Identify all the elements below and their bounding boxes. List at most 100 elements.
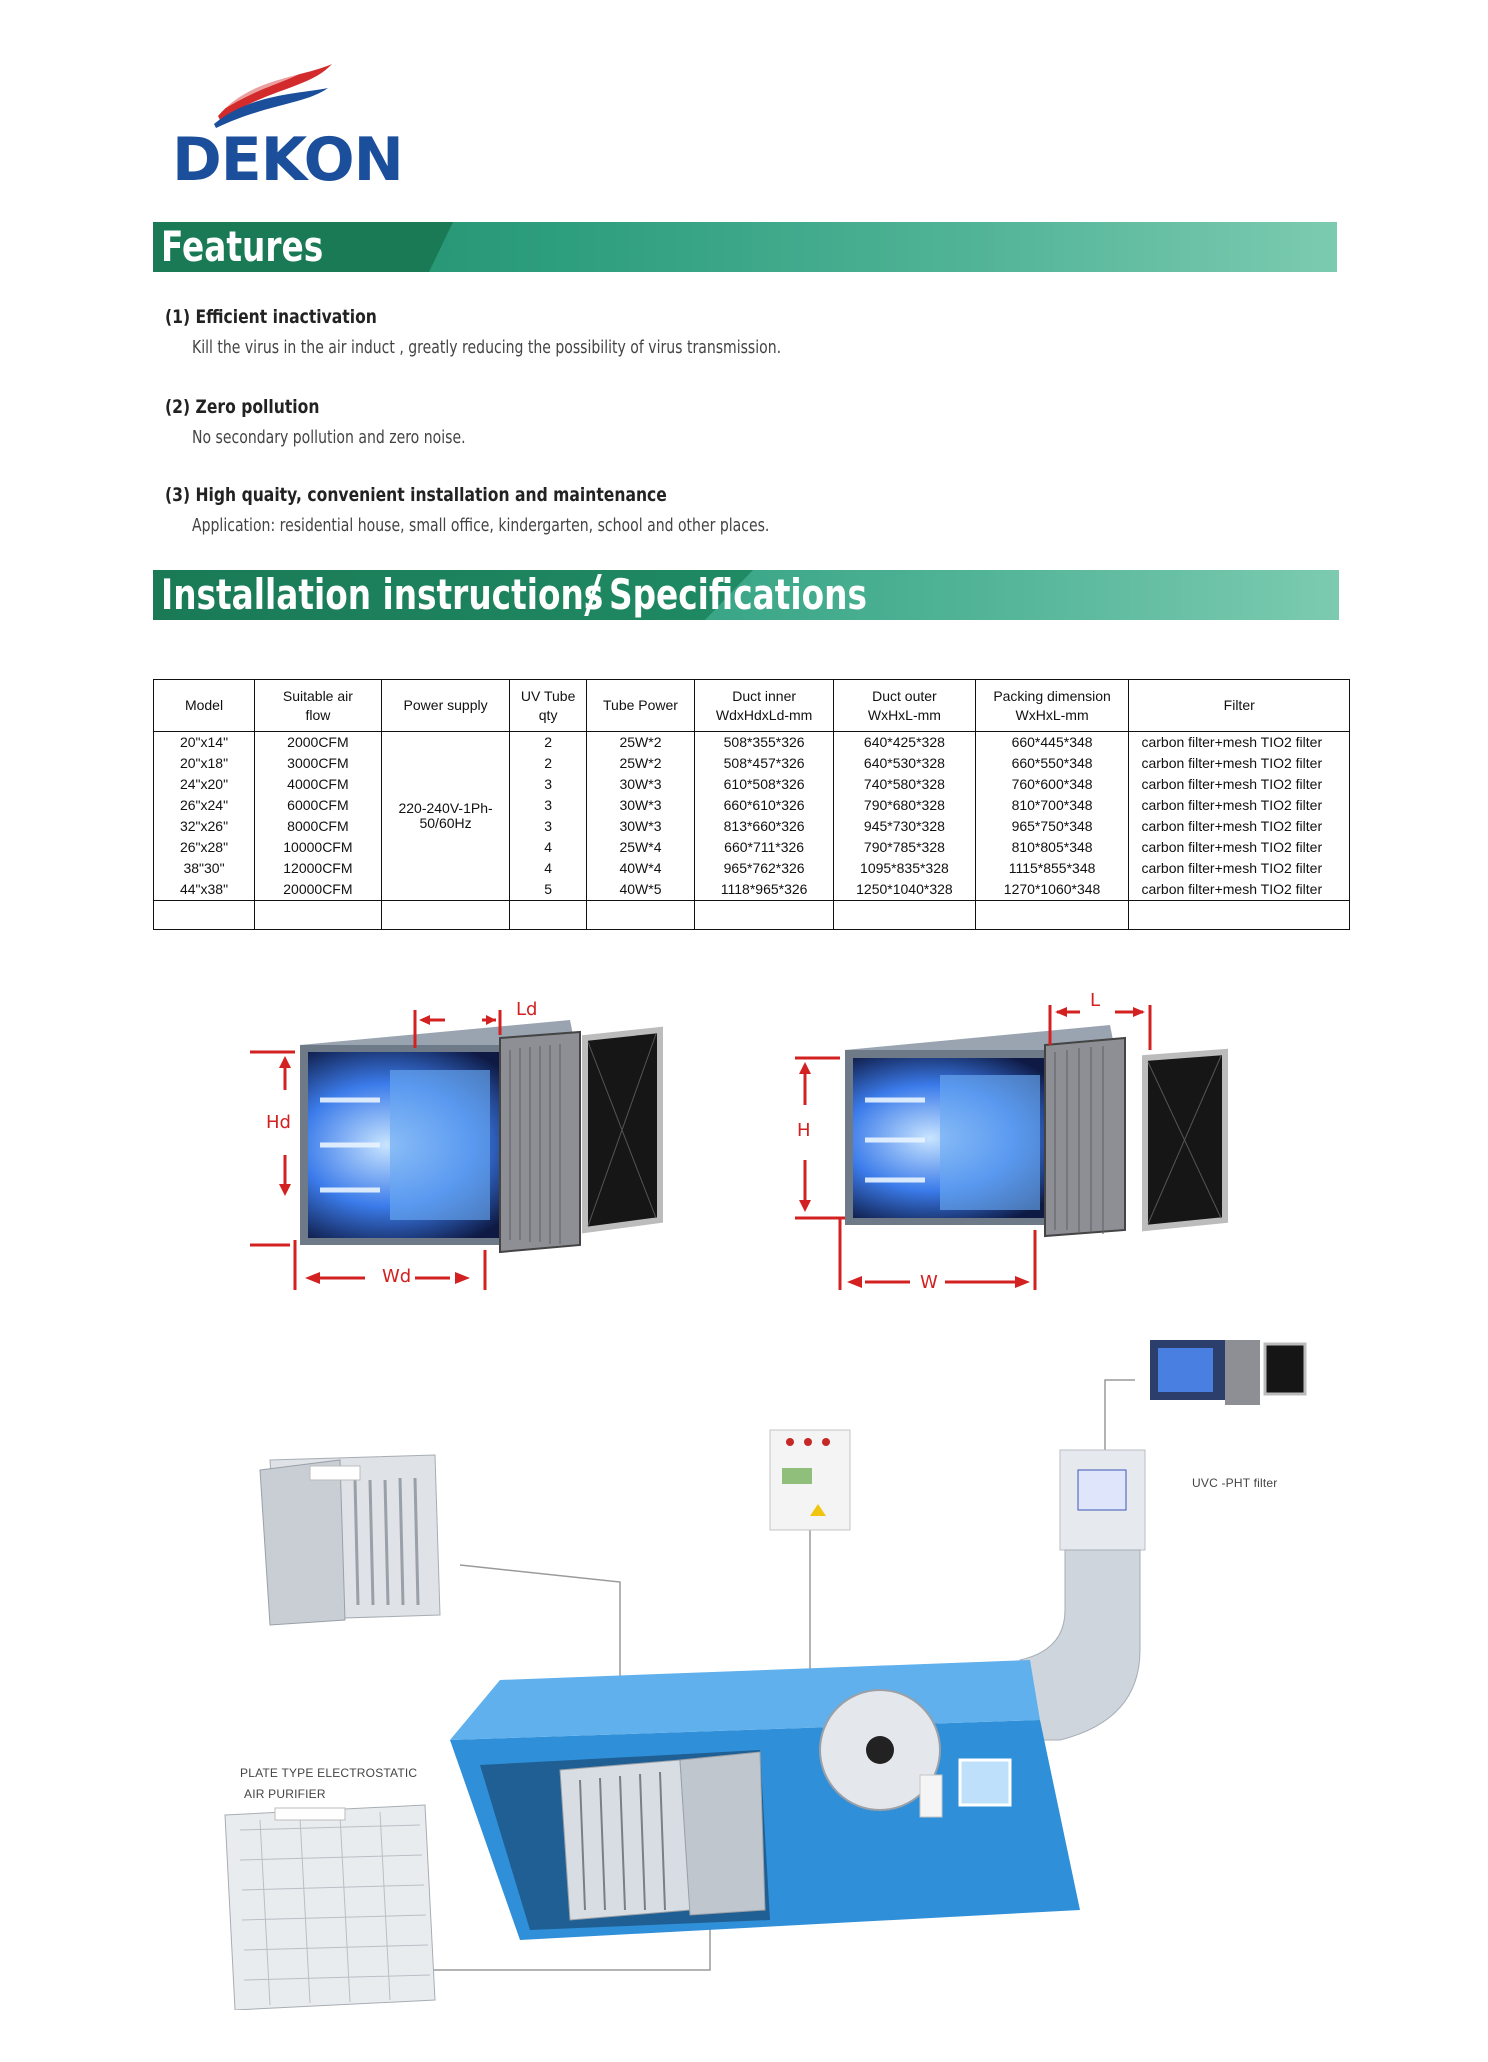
feature-number: (1) (165, 306, 191, 328)
column-header: Tube Power (585, 679, 696, 732)
column-header: Filter (1128, 679, 1350, 732)
table-cell: 5 (509, 879, 587, 901)
table-cell (1128, 900, 1350, 930)
install-banner: Installation instructions Specifications (153, 570, 1339, 620)
table-cell: 20"x18" (152, 753, 256, 774)
features-title: Features (161, 222, 324, 271)
purifier-caption-line2: AIR PURIFIER (244, 1787, 326, 1801)
table-cell: 965*750*348 (974, 816, 1130, 837)
table-cell: 10000CFM (254, 837, 382, 858)
table-cell: carbon filter+mesh TIO2 filter (1128, 795, 1350, 816)
feature-desc: Kill the virus in the air induct , great… (192, 337, 782, 358)
table-cell: 1270*1060*348 (974, 879, 1130, 901)
table-cell: 3 (509, 795, 587, 816)
table-cell: carbon filter+mesh TIO2 filter (1128, 774, 1350, 795)
table-cell: 12000CFM (254, 858, 382, 879)
logo-swoosh-icon (214, 58, 332, 128)
table-cell: 4 (509, 837, 587, 858)
table-cell (152, 900, 256, 930)
table-cell: 38"30" (152, 858, 256, 879)
table-cell: 26"x28" (152, 837, 256, 858)
specifications-title: Specifications (609, 570, 867, 619)
table-cell (694, 900, 835, 930)
table-cell: 640*425*328 (833, 731, 976, 753)
column-header: Power supply (380, 679, 511, 732)
table-cell: 790*680*328 (833, 795, 976, 816)
table-cell: 30W*3 (585, 795, 696, 816)
table-cell: 1118*965*326 (694, 879, 835, 901)
dimension-w-label: W (920, 1272, 938, 1293)
table-cell: 20000CFM (254, 879, 382, 901)
table-cell: 24"x20" (152, 774, 256, 795)
table-cell (974, 900, 1130, 930)
table-cell: 20"x14" (152, 731, 256, 753)
table-cell: 740*580*328 (833, 774, 976, 795)
table-cell: 3 (509, 816, 587, 837)
uvc-pht-filter-caption: UVC -PHT filter (1192, 1476, 1278, 1490)
table-cell: 4000CFM (254, 774, 382, 795)
feature-number: (3) (165, 484, 191, 506)
table-cell: 810*700*348 (974, 795, 1130, 816)
table-cell: 813*660*326 (694, 816, 835, 837)
table-cell: 965*762*326 (694, 858, 835, 879)
table-cell (254, 900, 382, 930)
feature-item-1: (1) Efficient inactivation Kill the viru… (165, 306, 947, 358)
table-cell: 25W*2 (585, 731, 696, 753)
table-cell: 2000CFM (254, 731, 382, 753)
table-cell: 25W*4 (585, 837, 696, 858)
dimension-h-label: H (797, 1120, 811, 1141)
table-cell: 8000CFM (254, 816, 382, 837)
duct-inner-diagram: Ld Hd Wd (220, 990, 700, 1290)
table-cell: 2 (509, 731, 587, 753)
feature-desc: Application: residential house, small of… (192, 515, 770, 536)
table-cell: 945*730*328 (833, 816, 976, 837)
feature-title: Zero pollution (195, 396, 320, 418)
table-cell: 1115*855*348 (974, 858, 1130, 879)
table-row (152, 900, 1350, 930)
table-cell: carbon filter+mesh TIO2 filter (1128, 731, 1350, 753)
table-cell: 610*508*326 (694, 774, 835, 795)
feature-number: (2) (165, 396, 191, 418)
table-cell: 25W*2 (585, 753, 696, 774)
feature-desc: No secondary pollution and zero noise. (192, 427, 466, 448)
dimension-ld-label: Ld (516, 999, 538, 1020)
uv-duct-unit-illustration (220, 1010, 663, 1290)
table-cell: 660*711*326 (694, 837, 835, 858)
table-cell: 6000CFM (254, 795, 382, 816)
feature-title: High quaity, convenient installation and… (195, 484, 667, 506)
dekon-logo: DEKON (170, 58, 404, 190)
table-cell (833, 900, 976, 930)
air-handling-unit-illustration (224, 1340, 1307, 2011)
feature-item-3: (3) High quaity, convenient installation… (165, 484, 932, 536)
table-cell: 40W*5 (585, 879, 696, 901)
table-cell: carbon filter+mesh TIO2 filter (1128, 753, 1350, 774)
table-cell: carbon filter+mesh TIO2 filter (1128, 879, 1350, 901)
table-cell: 44"x38" (152, 879, 256, 901)
feature-item-2: (2) Zero pollution No secondary pollutio… (165, 396, 543, 448)
table-cell: 660*610*326 (694, 795, 835, 816)
column-header: Model (152, 679, 256, 732)
purifier-caption-line1: PLATE TYPE ELECTROSTATIC (240, 1766, 418, 1780)
table-cell: 3 (509, 774, 587, 795)
table-cell: 660*550*348 (974, 753, 1130, 774)
power-supply-cell: 220-240V-1Ph-50/60Hz (380, 731, 511, 901)
table-cell: 760*600*348 (974, 774, 1130, 795)
feature-title: Efficient inactivation (195, 306, 377, 328)
table-cell: 4 (509, 858, 587, 879)
table-cell: carbon filter+mesh TIO2 filter (1128, 837, 1350, 858)
table-cell: 508*355*326 (694, 731, 835, 753)
table-cell: 2 (509, 753, 587, 774)
table-cell: 508*457*326 (694, 753, 835, 774)
